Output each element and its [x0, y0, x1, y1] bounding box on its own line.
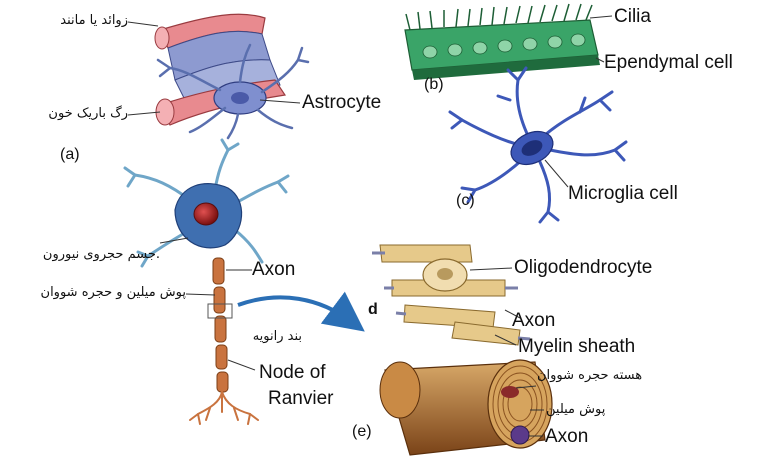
schwann-axon-label: Axon	[545, 427, 588, 446]
ependymal-illustration	[405, 4, 600, 80]
astrocyte-illustration	[155, 14, 308, 138]
node-of-ranvier-label-line2: Ranvier	[268, 389, 333, 408]
astrocyte-label: Astrocyte	[302, 93, 381, 112]
node-of-ranvier-label-line1: Node of	[259, 363, 326, 382]
zoom-arrow	[238, 297, 352, 322]
panel-e-tag: (e)	[352, 424, 372, 440]
oligodendrocyte-illustration	[372, 245, 530, 345]
oligo-axon-label: Axon	[512, 311, 555, 330]
panel-d-tag: d	[368, 302, 378, 318]
neuron-axon-label: Axon	[252, 260, 295, 279]
panel-b-tag: (b)	[424, 77, 444, 93]
myelin-fa-label: پوش میلین	[546, 403, 605, 416]
oligodendrocyte-label: Oligodendrocyte	[514, 258, 652, 277]
neuron-cell-body-label: .جسم حجروی نیورون	[43, 248, 160, 261]
cilia-label: Cilia	[614, 7, 651, 26]
node-of-ranvier-fa-label: بند رانویه	[253, 330, 302, 343]
schwann-nucleus-label: هسته حجره شووان	[537, 369, 642, 382]
microglia-cell-label: Microglia cell	[568, 184, 678, 203]
ependymal-cell-label: Ependymal cell	[604, 53, 733, 72]
astrocyte-processes-label: زوائد یا مانند	[60, 14, 128, 27]
capillary-label: رگ باریک خون	[48, 107, 128, 120]
schwann-cell-illustration	[380, 360, 552, 455]
myelin-sheath-label: Myelin sheath	[518, 337, 635, 356]
panel-a-tag: (a)	[60, 147, 80, 163]
myelin-schwann-label: پوش میلین و حجره شووان	[41, 286, 186, 299]
panel-c-tag: (c)	[456, 193, 475, 209]
